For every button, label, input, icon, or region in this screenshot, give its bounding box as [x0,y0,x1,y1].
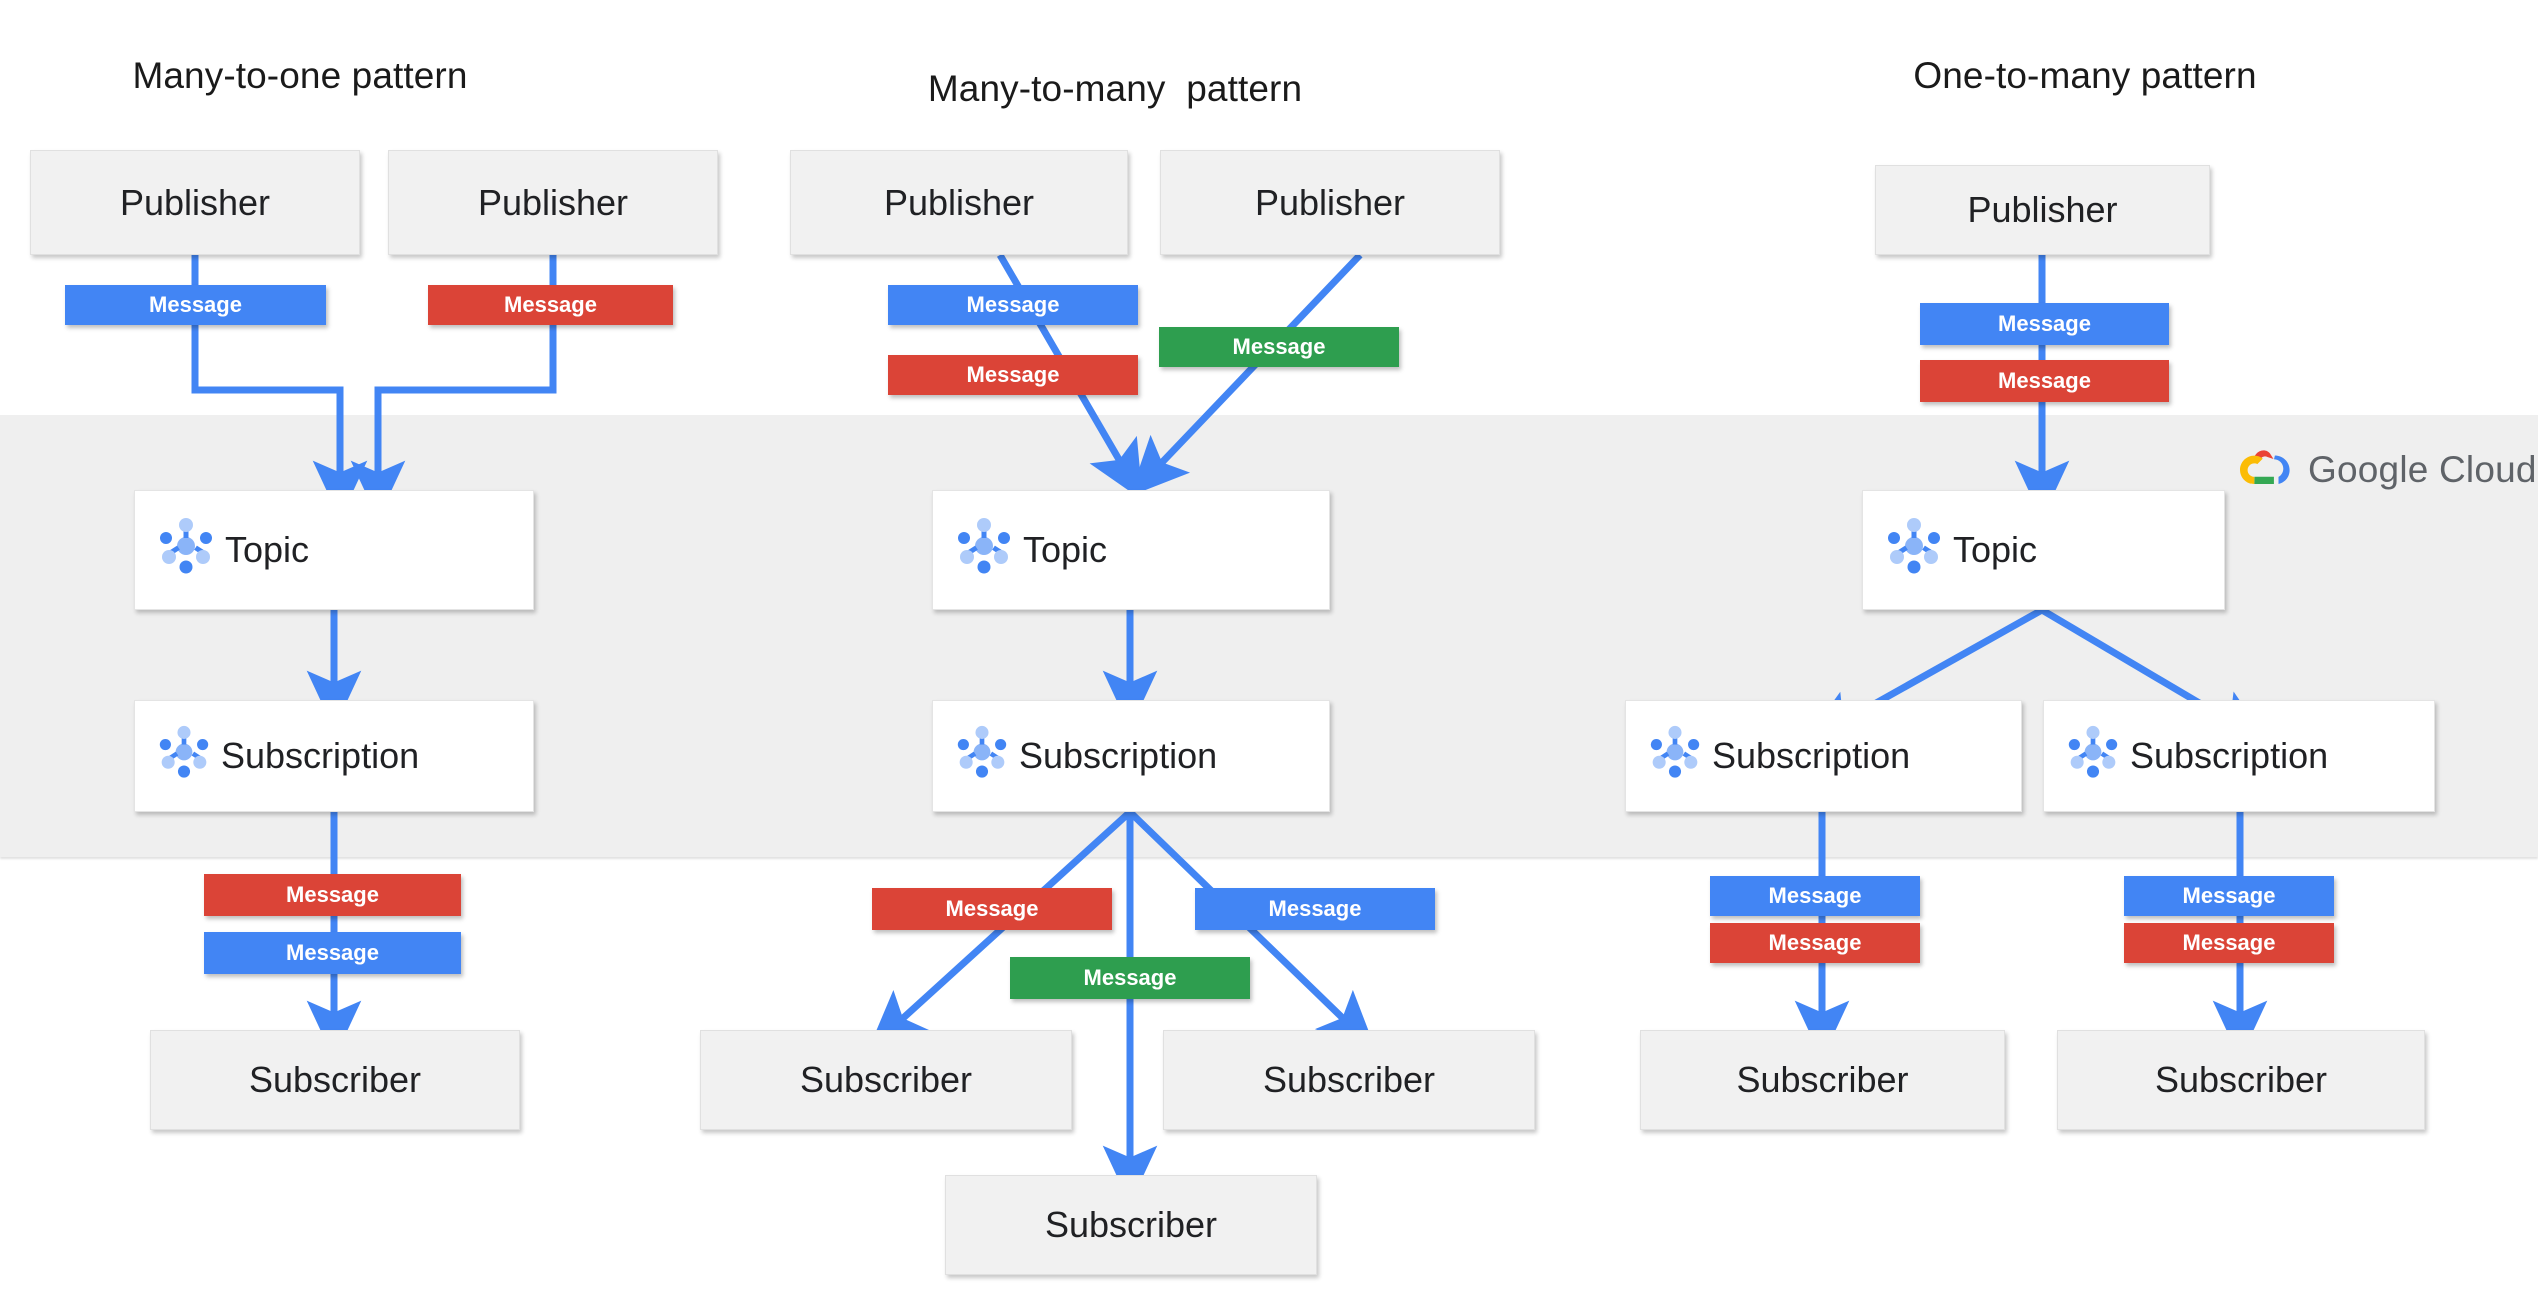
message-chip: Message [1195,888,1435,930]
publisher-box[interactable]: Publisher [30,150,360,255]
node-label: Subscription [221,735,420,776]
topic-box[interactable]: Topic [1862,490,2225,610]
message-label: Message [1768,883,1862,908]
node-label: Subscription [1712,735,1911,776]
message-label: Message [504,292,597,317]
message-label: Message [2182,930,2276,955]
google-cloud-logo-icon [2240,445,2294,494]
publisher-box[interactable]: Publisher [388,150,718,255]
publisher-box[interactable]: Publisher [1160,150,1500,255]
node-label: Subscriber [248,1059,422,1100]
message-label: Message [286,940,379,965]
pubsub-subscription-icon [157,725,211,788]
node-label: Topic [225,529,310,570]
node-label: Subscription [1019,735,1218,776]
message-chip: Message [1710,876,1920,916]
node-label: Subscriber [799,1059,973,1100]
message-chip: Message [1920,303,2169,345]
message-chip: Message [2124,876,2334,916]
message-label: Message [1268,896,1362,921]
message-chip: Message [1710,923,1920,963]
subscription-box[interactable]: Subscription [2043,700,2435,812]
message-chip: Message [888,355,1138,395]
subscription-box[interactable]: Subscription [1625,700,2022,812]
node-label: Subscriber [2154,1059,2328,1100]
column-title-one-to-many: One-to-many pattern [1913,55,2257,96]
pubsub-subscription-icon [955,725,1009,788]
topic-box[interactable]: Topic [932,490,1330,610]
message-chip: Message [1010,957,1250,999]
message-chip: Message [204,874,461,916]
subscription-box[interactable]: Subscription [932,700,1330,812]
message-label: Message [286,882,379,907]
subscriber-box[interactable]: Subscriber [945,1175,1317,1275]
column-title-many-to-many: Many-to-many pattern [927,68,1303,109]
pubsub-topic-icon [955,517,1013,584]
message-label: Message [966,292,1060,317]
column-title-many-to-one: Many-to-one pattern [132,55,468,96]
node-label: Subscriber [1044,1204,1218,1245]
node-label: Topic [1953,529,2038,570]
subscriber-box[interactable]: Subscriber [1163,1030,1535,1130]
node-label: Subscription [2130,735,2329,776]
node-label: Subscriber [1736,1059,1909,1100]
message-chip: Message [888,285,1138,325]
node-label: Publisher [119,181,271,223]
topic-box[interactable]: Topic [134,490,534,610]
message-chip: Message [1920,360,2169,402]
publisher-box[interactable]: Publisher [1875,165,2210,255]
message-label: Message [1998,368,2091,393]
message-label: Message [1998,311,2091,336]
subscriber-box[interactable]: Subscriber [150,1030,520,1130]
message-label: Message [966,362,1060,387]
subscriber-box[interactable]: Subscriber [2057,1030,2425,1130]
node-label: Publisher [1967,189,2118,230]
node-label: Publisher [883,181,1035,223]
pubsub-topic-icon [157,517,215,584]
message-chip: Message [2124,923,2334,963]
message-chip: Message [65,285,326,325]
message-chip: Message [872,888,1112,930]
google-cloud-brand: Google Cloud [2240,445,2537,494]
node-label: Publisher [477,181,629,223]
message-label: Message [2182,883,2276,908]
subscriber-box[interactable]: Subscriber [1640,1030,2005,1130]
node-label: Publisher [1254,181,1406,223]
subscription-box[interactable]: Subscription [134,700,534,812]
message-chip: Message [204,932,461,974]
message-chip: Message [428,285,673,325]
pubsub-subscription-icon [2066,725,2120,788]
node-label: Topic [1023,529,1108,570]
google-cloud-wordmark: Google Cloud [2308,448,2537,490]
publisher-box[interactable]: Publisher [790,150,1128,255]
message-label: Message [1232,334,1326,359]
message-label: Message [149,292,242,317]
pubsub-subscription-icon [1648,725,1702,788]
message-label: Message [1768,930,1862,955]
node-label: Subscriber [1262,1059,1436,1100]
pubsub-topic-icon [1885,517,1943,584]
message-label: Message [1083,965,1177,990]
message-label: Message [945,896,1039,921]
subscriber-box[interactable]: Subscriber [700,1030,1072,1130]
message-chip: Message [1159,327,1399,367]
